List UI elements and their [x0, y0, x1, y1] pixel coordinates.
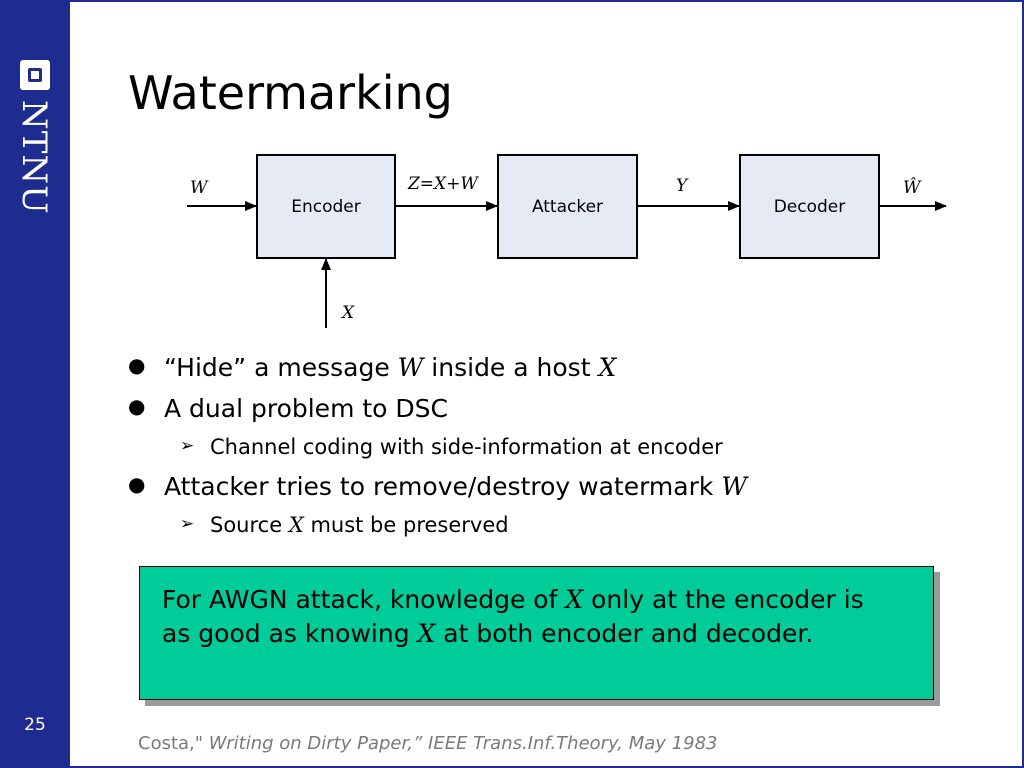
decoder-block: Decoder: [739, 154, 880, 259]
sidebar: NTNU 25: [0, 0, 70, 768]
svg-text:Encoder: Encoder: [291, 197, 361, 217]
attacker-output-label: Y: [676, 176, 689, 196]
page-number: 25: [24, 715, 46, 735]
output-label: Ŵ: [903, 177, 922, 198]
encoder-block: Encoder: [256, 154, 396, 259]
top-border: [70, 0, 1024, 2]
attacker-block: Attacker: [497, 154, 638, 259]
side-info-label: X: [340, 303, 355, 323]
ntnu-logo-icon: [20, 60, 50, 90]
input-label: W: [190, 178, 209, 198]
highlight-note-box: For AWGN attack, knowledge of X only at …: [139, 566, 934, 700]
right-border: [1022, 0, 1024, 768]
bottom-border: [70, 766, 1024, 768]
note-text: For AWGN attack, knowledge of X only at …: [162, 585, 864, 648]
citation: Costa," Writing on Dirty Paper,” IEEE Tr…: [138, 733, 718, 754]
slide-title: Watermarking: [128, 66, 453, 120]
encoder-output-label: Z=X+W: [407, 174, 479, 194]
svg-text:Decoder: Decoder: [774, 197, 846, 217]
svg-text:Attacker: Attacker: [532, 197, 603, 217]
